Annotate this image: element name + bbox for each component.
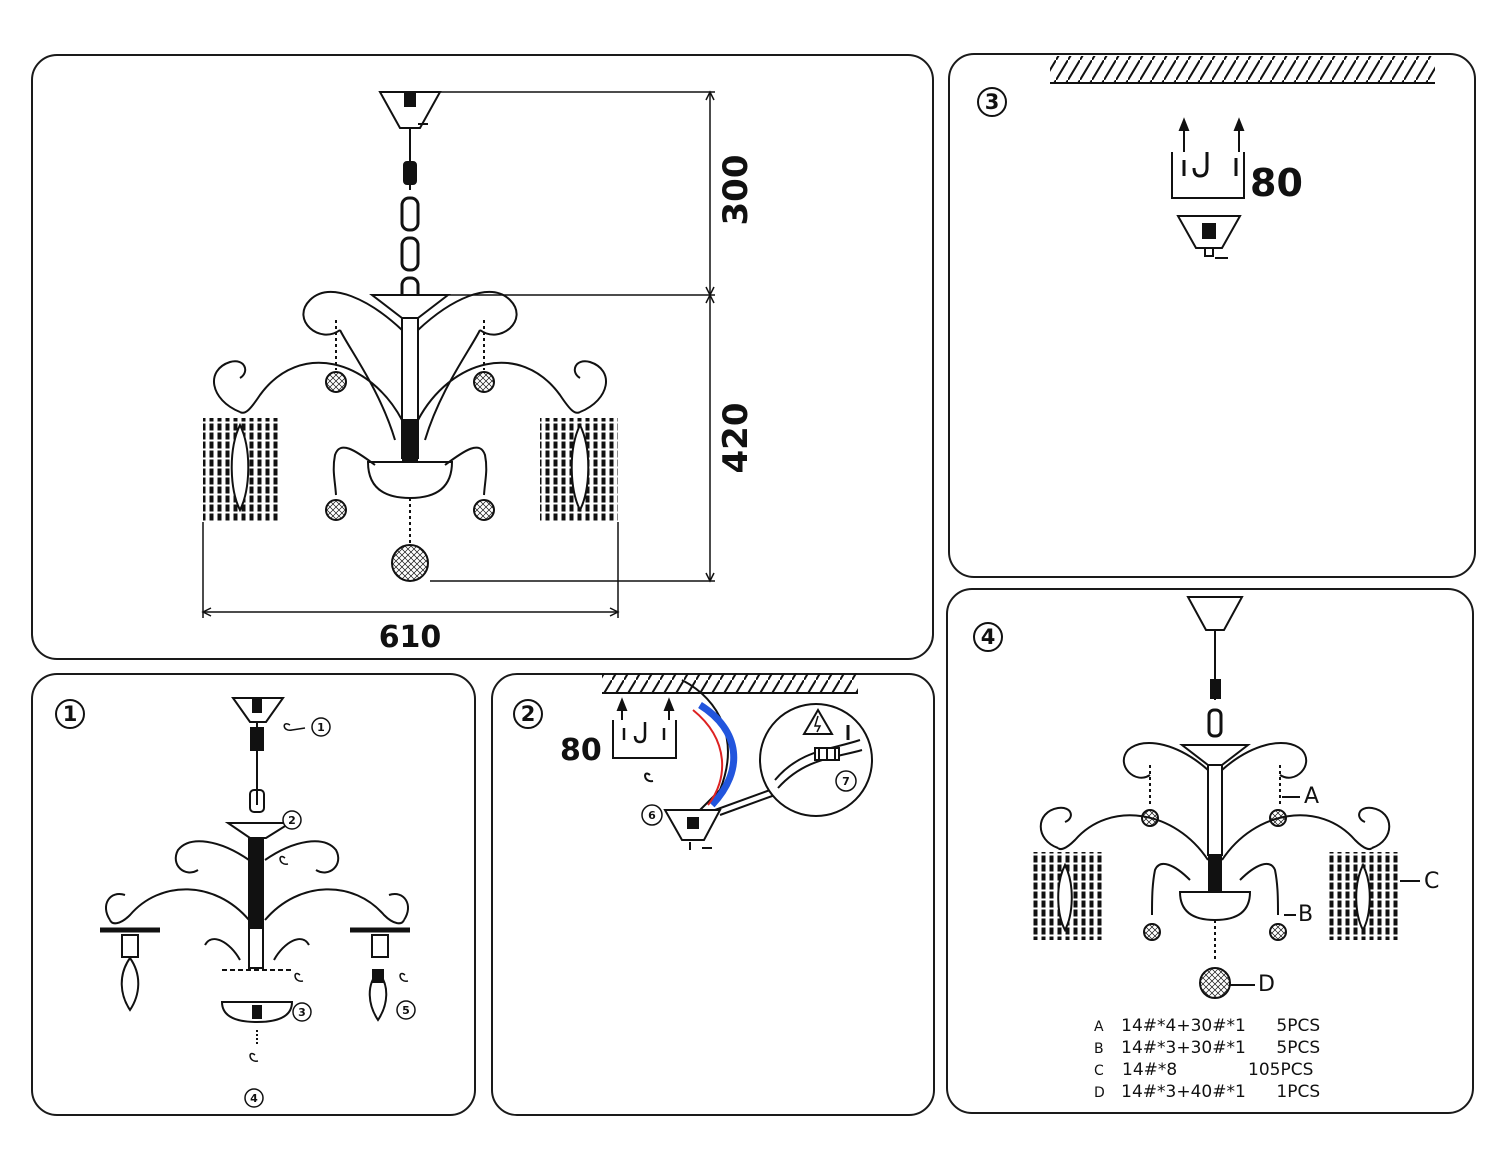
parts-qty: 5PCS [1276, 1038, 1321, 1058]
parts-spec: 14#*4+30#*1 [1121, 1016, 1246, 1036]
main-dimension-panel [31, 54, 934, 660]
callout-c: C [1424, 869, 1440, 894]
substep-4-label: 4 [250, 1092, 258, 1105]
canopy [1176, 215, 1242, 249]
callout-b: B [1298, 902, 1314, 927]
substep-2-label: 2 [288, 814, 296, 827]
parts-qty: 105PCS [1248, 1060, 1314, 1080]
dimension-lines [201, 90, 715, 618]
dim-610: 610 [379, 620, 442, 655]
step2-badge: 2 [513, 699, 543, 729]
warning-electric-icon [802, 708, 834, 735]
anchor-icon [1233, 117, 1245, 152]
substep-1-label: 1 [317, 721, 325, 734]
step2-panel [491, 673, 935, 1116]
parts-row: D 14#*3+40#*1 1PCS [1094, 1082, 1354, 1104]
substep-7-label: 7 [842, 775, 850, 788]
step1-badge: 1 [55, 699, 85, 729]
parts-letter: C [1094, 1063, 1104, 1079]
canopy [378, 91, 442, 129]
parts-qty: 1PCS [1276, 1082, 1321, 1102]
parts-spec: 14#*3+30#*1 [1121, 1038, 1246, 1058]
parts-row: B 14#*3+30#*1 5PCS [1094, 1038, 1354, 1060]
ceiling-hatch-icon [602, 673, 858, 693]
parts-qty: 5PCS [1276, 1016, 1321, 1036]
chandelier-main [203, 91, 618, 582]
step3-panel [948, 53, 1476, 578]
substep-6-label: 6 [648, 809, 656, 822]
canopy [663, 809, 722, 841]
parts-letter: D [1094, 1085, 1105, 1101]
substep-3-label: 3 [298, 1006, 306, 1019]
dim-420: 420 [716, 403, 756, 474]
parts-row: A 14#*4+30#*1 5PCS [1094, 1016, 1354, 1038]
substep-5-label: 5 [402, 1004, 410, 1017]
step1-substep-badges [244, 717, 416, 1108]
step3-depth-label: 80 [1250, 161, 1303, 205]
callout-d: D [1258, 972, 1275, 997]
parts-spec: 14#*8 [1122, 1060, 1178, 1080]
step4-badge: 4 [973, 622, 1003, 652]
parts-list: A 14#*4+30#*1 5PCS B 14#*3+30#*1 5PCS C … [1094, 1016, 1354, 1104]
dim-300: 300 [716, 155, 756, 226]
parts-letter: A [1094, 1019, 1104, 1035]
callout-a: A [1304, 784, 1320, 809]
rotate-arrow-icon [249, 723, 409, 1062]
parts-letter: B [1094, 1041, 1104, 1057]
step3-badge: 3 [977, 87, 1007, 117]
parts-row: C 14#*8 105PCS [1094, 1060, 1354, 1082]
ceiling-hatch-icon [1050, 56, 1435, 82]
chain-link [400, 196, 420, 232]
chain-link [400, 236, 420, 272]
chain-link [403, 161, 417, 185]
anchor-icon [1178, 117, 1190, 152]
parts-spec: 14#*3+40#*1 [1121, 1082, 1246, 1102]
step4-panel [946, 588, 1474, 1114]
step2-depth-label: 80 [560, 733, 602, 768]
